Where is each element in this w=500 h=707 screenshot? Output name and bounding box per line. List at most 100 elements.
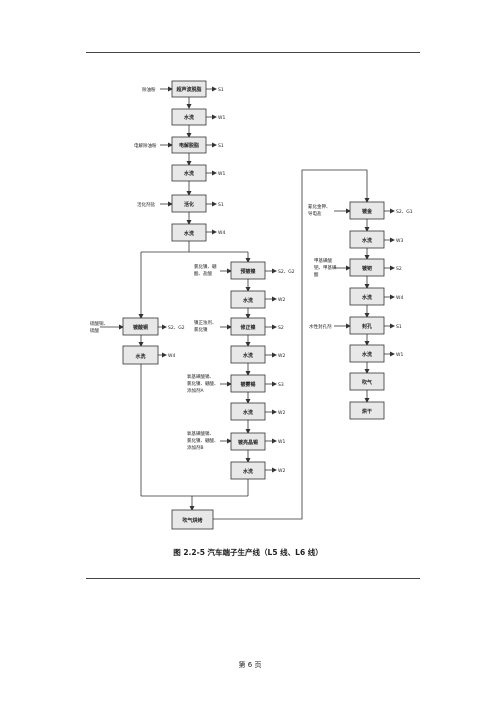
svg-text:吹气烘烤: 吹气烘烤 bbox=[182, 517, 202, 524]
svg-text:修正镍: 修正镍 bbox=[239, 324, 255, 331]
step-palladium: 镀钯 bbox=[349, 258, 385, 277]
step-ultrasonic-degrease: 超声波脱脂 bbox=[171, 80, 207, 98]
input-label: 氯化镍 bbox=[194, 326, 208, 333]
svg-text:预镀镍: 预镀镍 bbox=[240, 268, 255, 275]
output-label: W2 bbox=[278, 410, 285, 416]
step-pre-plate-nickel: 预镀镍 bbox=[230, 261, 266, 280]
svg-text:吹气: 吹气 bbox=[362, 379, 372, 386]
svg-text:镀雾锡: 镀雾锡 bbox=[240, 381, 255, 388]
step-wash-bright: 水洗 bbox=[230, 461, 266, 480]
header-rule bbox=[86, 52, 420, 53]
svg-text:水洗: 水洗 bbox=[134, 353, 145, 360]
output-label: S2、G2 bbox=[168, 325, 185, 331]
input-label: 氯化镍、硼酸、 bbox=[187, 437, 219, 444]
output-label: W4 bbox=[218, 230, 225, 236]
step-dry: 烘干 bbox=[349, 401, 385, 420]
svg-text:镀亮晶锡: 镀亮晶锡 bbox=[238, 439, 258, 446]
svg-text:镀钯: 镀钯 bbox=[362, 265, 372, 272]
step-blow-dry-bake: 吹气烘烤 bbox=[171, 509, 214, 530]
step-wash-seal: 水洗 bbox=[349, 344, 385, 363]
output-label: W1 bbox=[218, 115, 225, 121]
output-label: W2 bbox=[278, 353, 285, 359]
svg-text:超声波脱脂: 超声波脱脂 bbox=[175, 86, 201, 93]
output-label: W4 bbox=[396, 295, 403, 301]
step-wash-1: 水洗 bbox=[171, 108, 207, 126]
input-label: 氯化镍、硼酸、 bbox=[187, 380, 219, 387]
input-label: 氯化镍、硼 bbox=[194, 263, 217, 270]
output-label: W2 bbox=[278, 297, 285, 303]
input-label: 添加剂A bbox=[187, 387, 204, 394]
output-label: W1 bbox=[218, 171, 225, 177]
svg-text:水洗: 水洗 bbox=[242, 468, 253, 475]
input-label: 氧基磺酸锡、 bbox=[187, 430, 214, 437]
output-label: W1 bbox=[396, 352, 403, 358]
svg-text:封孔: 封孔 bbox=[362, 323, 372, 330]
input-label: 酸 bbox=[314, 271, 319, 278]
input-label: 除油粉 bbox=[142, 86, 156, 93]
step-activate: 活化 bbox=[171, 194, 207, 213]
output-label: S1 bbox=[218, 202, 224, 208]
transfer-line bbox=[213, 169, 370, 520]
step-repair-nickel: 修正镍 bbox=[230, 317, 266, 336]
svg-text:水洗: 水洗 bbox=[242, 297, 253, 304]
output-label: W4 bbox=[168, 353, 175, 359]
figure-caption: 图 2.2-5 汽车端子生产线（L5 线、L6 线） bbox=[173, 547, 323, 557]
input-label: 添加剂B bbox=[187, 444, 204, 451]
output-label: S2 bbox=[278, 325, 284, 331]
step-wash-3: 水洗 bbox=[171, 223, 207, 242]
input-label: 水性封孔剂 bbox=[309, 323, 332, 330]
svg-text:水洗: 水洗 bbox=[183, 114, 194, 121]
input-label: 甲基磺酸 bbox=[314, 257, 332, 264]
footer-rule bbox=[86, 578, 420, 579]
input-label: 氰化金钾、 bbox=[308, 203, 331, 210]
output-label: S3 bbox=[278, 382, 284, 388]
output-label: W1 bbox=[278, 439, 285, 445]
step-wash-repair: 水洗 bbox=[230, 345, 266, 364]
svg-text:水洗: 水洗 bbox=[361, 351, 372, 358]
output-label: S1 bbox=[396, 324, 402, 330]
input-label: 钯、甲基磺 bbox=[314, 264, 337, 271]
step-wash-copper: 水洗 bbox=[122, 345, 159, 365]
input-label: 硫酸铜、 bbox=[90, 320, 108, 327]
step-wash-pre: 水洗 bbox=[230, 290, 266, 309]
step-wash-tin: 水洗 bbox=[230, 402, 266, 421]
output-label: S2、G1 bbox=[396, 209, 413, 215]
svg-text:电解脱脂: 电解脱脂 bbox=[179, 142, 199, 149]
input-label: 活化剂盐 bbox=[137, 201, 155, 208]
step-bright-tin: 镀亮晶锡 bbox=[230, 432, 266, 451]
svg-text:镀金: 镀金 bbox=[362, 208, 373, 215]
output-label: S1 bbox=[218, 87, 224, 93]
step-gold-plate: 镀金 bbox=[349, 201, 385, 220]
page-number: 第 6 页 bbox=[239, 660, 262, 669]
output-label: W2 bbox=[278, 468, 285, 474]
svg-text:烘干: 烘干 bbox=[362, 408, 372, 415]
input-label: 电解除油粉 bbox=[134, 142, 157, 149]
svg-text:水洗: 水洗 bbox=[183, 170, 194, 177]
output-label: S2、G2 bbox=[278, 269, 295, 275]
input-label: 镍正浊剂、 bbox=[194, 319, 217, 326]
step-wash-pd: 水洗 bbox=[349, 287, 385, 306]
svg-text:水洗: 水洗 bbox=[242, 409, 253, 416]
step-tin-plate: 镀雾锡 bbox=[230, 374, 266, 393]
step-wash-2: 水洗 bbox=[171, 164, 207, 182]
output-label: S1 bbox=[218, 143, 224, 149]
output-label: W3 bbox=[396, 238, 403, 244]
svg-text:水洗: 水洗 bbox=[242, 352, 253, 359]
step-blow: 吹气 bbox=[349, 372, 385, 391]
step-wash-gold: 水洗 bbox=[349, 230, 385, 249]
output-label: S2 bbox=[396, 266, 402, 272]
svg-text:活化: 活化 bbox=[184, 201, 194, 208]
input-label: 酸、盐酸 bbox=[194, 270, 212, 277]
svg-text:水洗: 水洗 bbox=[361, 237, 372, 244]
svg-text:水洗: 水洗 bbox=[361, 294, 372, 301]
input-label: 导电盐 bbox=[308, 210, 322, 217]
svg-text:水洗: 水洗 bbox=[183, 230, 194, 237]
step-seal: 封孔 bbox=[349, 316, 385, 335]
step-acid-copper: 镀酸铜 bbox=[122, 317, 159, 336]
step-electro-degrease: 电解脱脂 bbox=[171, 136, 207, 154]
input-label: 氧基磺酸锡、 bbox=[187, 373, 214, 380]
input-label: 硫酸 bbox=[90, 327, 99, 334]
svg-text:镀酸铜: 镀酸铜 bbox=[133, 324, 148, 331]
